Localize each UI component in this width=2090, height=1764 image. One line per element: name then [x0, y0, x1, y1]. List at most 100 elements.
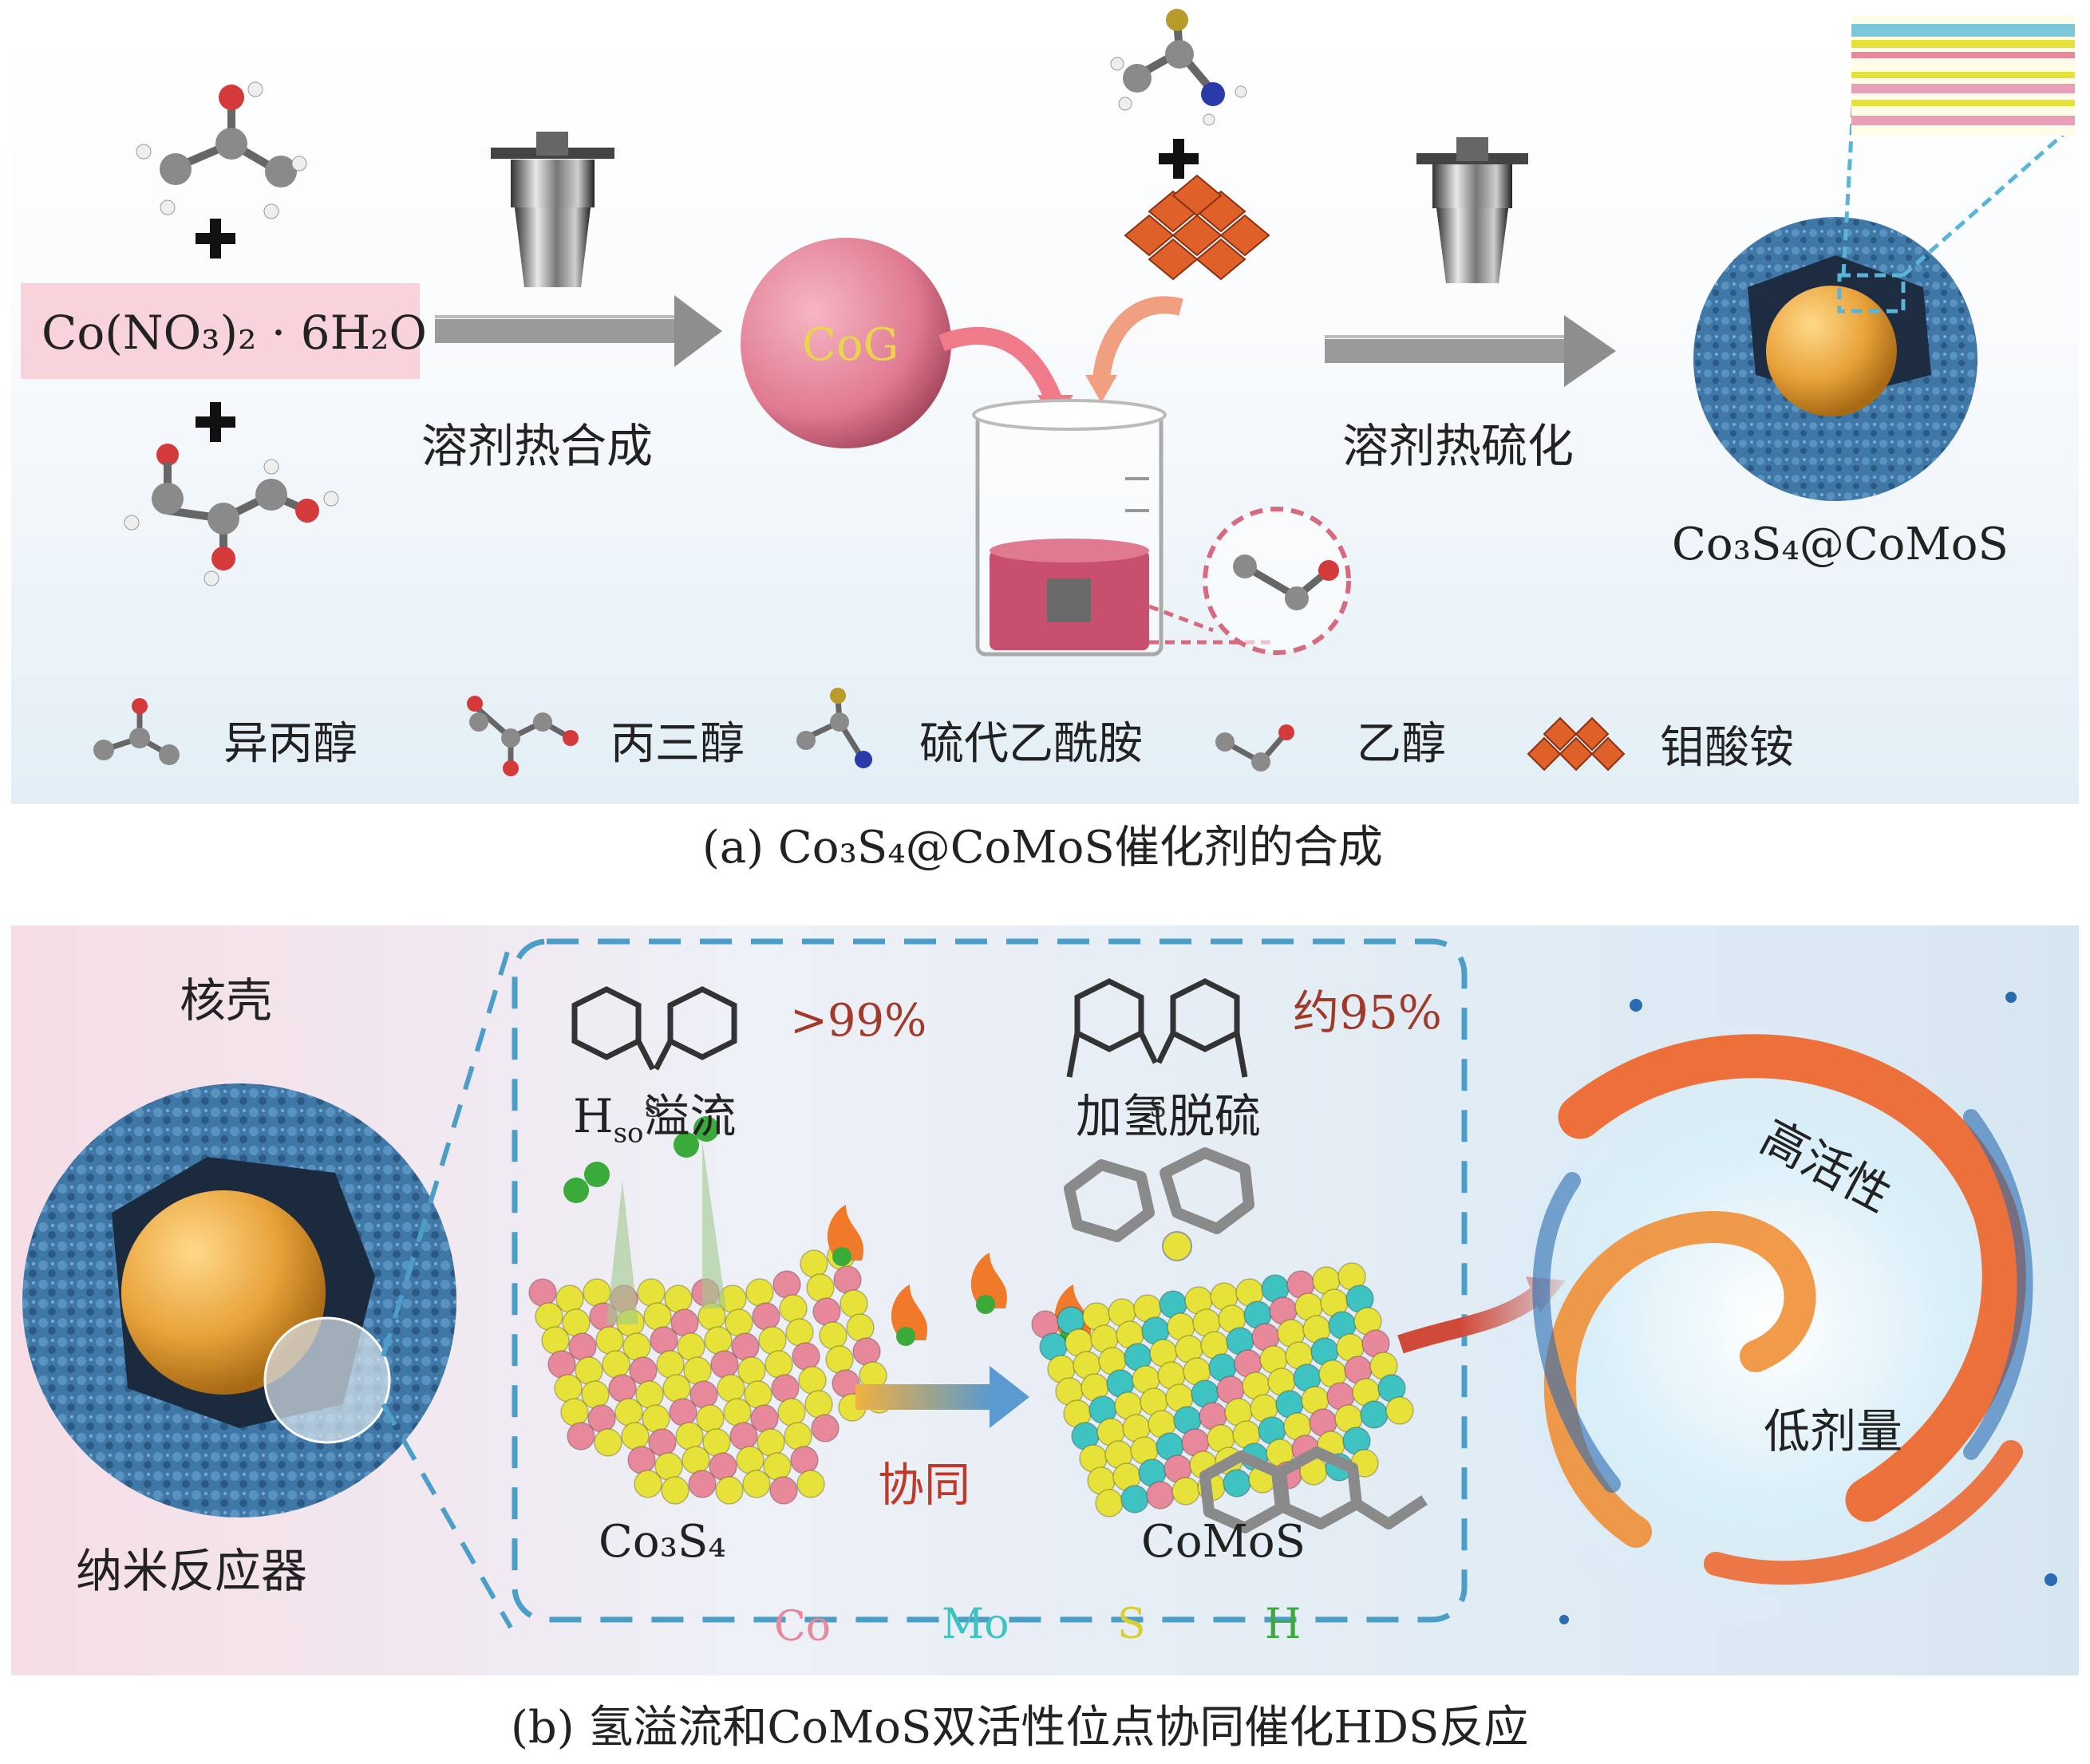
atom: [1121, 1486, 1148, 1513]
atom: [567, 1423, 595, 1450]
step-solvothermal-sulfidation: 溶剂热硫化: [1342, 423, 1574, 469]
panel-b-graphics: S S: [0, 878, 2090, 1683]
legend-label-glycerol: 丙三醇: [610, 722, 745, 767]
low-dosage-label: 低剂量: [1764, 1408, 1902, 1454]
atom: [596, 1327, 623, 1354]
atom: [615, 1399, 642, 1426]
atom: [853, 1338, 880, 1365]
legend-label-molybdate: 钼酸铵: [1660, 726, 1794, 771]
hds-label: 加氢脱硫: [1076, 1093, 1261, 1139]
conversion-dmdbt: 约95%: [1293, 989, 1442, 1036]
atom: [770, 1477, 797, 1504]
atom: [805, 1391, 832, 1418]
atom: [847, 1314, 874, 1341]
atom: [717, 1375, 745, 1402]
legend-molybdate-icon: [1528, 718, 1624, 770]
atom: [813, 1298, 840, 1325]
dibenzothiophene-structure: [575, 989, 734, 1069]
plus-icon: [196, 402, 235, 442]
atom: [778, 1399, 805, 1426]
atom: [542, 1327, 569, 1354]
atom: [638, 1279, 665, 1306]
atom: [773, 1271, 800, 1298]
reagent-formula: Co(NO₃)₂ · 6H₂O: [41, 310, 427, 356]
comos-label: CoMoS: [1141, 1520, 1306, 1565]
atom: [705, 1327, 732, 1354]
atom: [780, 1295, 807, 1322]
atom-legend-co: Co: [774, 1606, 831, 1648]
atom: [753, 1303, 780, 1330]
atom: [840, 1290, 867, 1317]
core-shell-label: 核壳: [180, 977, 272, 1024]
atom: [609, 1375, 636, 1402]
glycerol-molecule: [124, 444, 338, 586]
atom: [603, 1351, 630, 1378]
atom: [711, 1351, 738, 1378]
atom: [682, 1446, 709, 1474]
curved-arrow: [1101, 305, 1181, 379]
layered-structure: [1851, 16, 2075, 136]
spillover-h: H: [573, 1089, 614, 1143]
spillover-suffix: 溢流: [644, 1089, 737, 1143]
atom: [784, 1423, 812, 1450]
co3s4-label: Co₃S₄: [599, 1520, 726, 1565]
atom: [792, 1343, 820, 1370]
spillover-label: Hso溢流: [573, 1093, 737, 1147]
product-label: Co₃S₄@CoMoS: [1672, 523, 2009, 567]
atom: [746, 1279, 773, 1306]
atom: [662, 1477, 689, 1504]
atom: [1386, 1397, 1413, 1424]
atom-legend-s: S: [1117, 1604, 1146, 1645]
atom: [634, 1470, 662, 1498]
isopropanol-molecule: [136, 82, 306, 219]
atom-legend-mo: Mo: [942, 1604, 1009, 1645]
dimethyl-dibenzothiophene-structure: [1069, 981, 1245, 1077]
atom: [529, 1279, 556, 1306]
atom: [1223, 1470, 1250, 1497]
atom: [676, 1423, 703, 1450]
atom: [561, 1399, 588, 1426]
curved-arrow: [942, 336, 1053, 399]
legend-thioacetamide-icon: [796, 688, 872, 768]
atom: [689, 1470, 716, 1498]
atom: [800, 1250, 828, 1277]
atom: [799, 1367, 826, 1394]
atom: [1172, 1478, 1199, 1505]
atom: [670, 1399, 697, 1426]
water-fire-swirl: [1460, 992, 2083, 1636]
core-shell-particle: [1693, 217, 1977, 501]
thioacetamide-molecule: [1111, 9, 1246, 125]
atom: [765, 1351, 792, 1378]
legend-label-isopropanol: 异丙醇: [223, 722, 358, 767]
atom: [791, 1446, 818, 1474]
atom: [772, 1375, 799, 1402]
reaction-arrow: [1325, 315, 1616, 387]
reaction-arrow: [435, 295, 722, 367]
atom: [583, 1279, 610, 1306]
autoclave-icon: [1416, 137, 1528, 283]
atom: [759, 1327, 786, 1354]
atom: [595, 1429, 622, 1456]
atom: [548, 1351, 575, 1378]
atom: [834, 1266, 861, 1293]
atom: [663, 1375, 690, 1402]
atom: [650, 1327, 678, 1354]
caption-b: (b) 氢溢流和CoMoS双活性位点协同催化HDS反应: [511, 1706, 1528, 1750]
atom: [644, 1303, 671, 1330]
atom: [716, 1477, 743, 1504]
atom: [1096, 1490, 1123, 1517]
atom: [743, 1470, 770, 1498]
atom: [1147, 1482, 1174, 1509]
atom: [737, 1446, 764, 1474]
atom: [832, 1370, 859, 1397]
legend-label-ethanol: 乙醇: [1357, 722, 1446, 767]
atom: [657, 1351, 684, 1378]
caption-a: (a) Co₃S₄@CoMoS催化剂的合成: [702, 826, 1383, 870]
ethanol-zoom: [1149, 509, 1349, 653]
legend-glycerol-icon: [467, 696, 579, 776]
beaker-icon: [974, 401, 1165, 654]
cog-label: CoG: [802, 323, 899, 368]
nanoreactor-particle: [22, 1083, 456, 1517]
conversion-dbt: >99%: [790, 999, 926, 1044]
atom: [826, 1346, 853, 1373]
